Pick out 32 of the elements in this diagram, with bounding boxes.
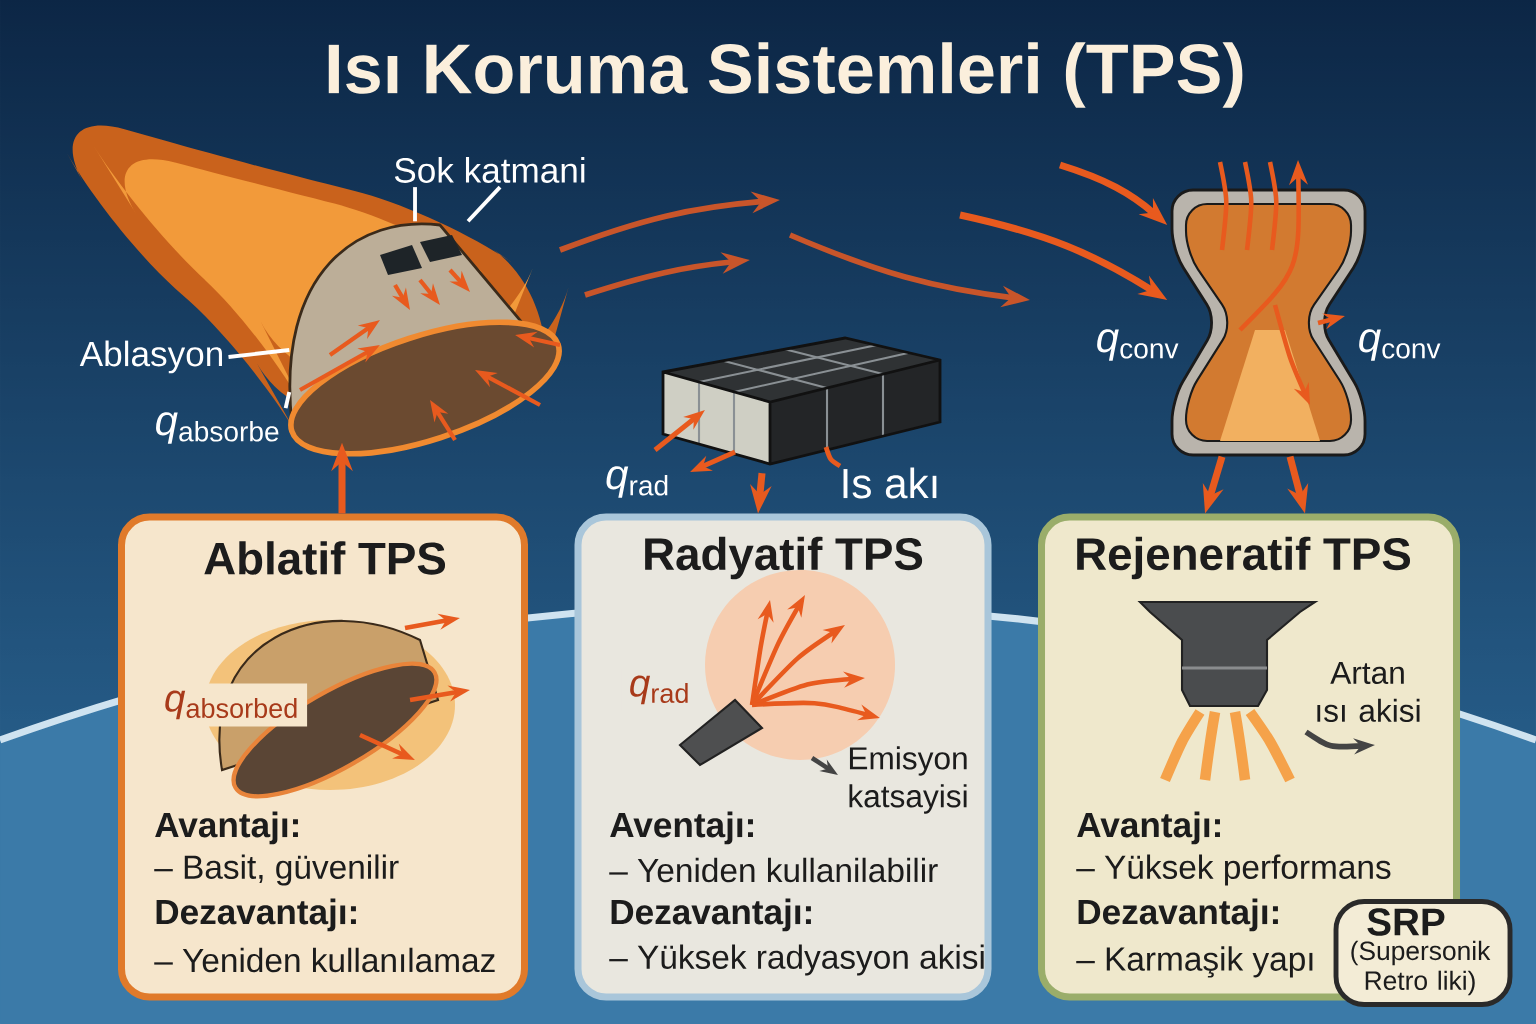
panel-heading: Ablatif TPS [204, 541, 446, 575]
list-item: – Yeniden kullanılamaz [154, 947, 495, 973]
title: Isı Koruma Sistemleri (TPS) [328, 42, 1243, 108]
list-heading: Dezavantajı: [611, 898, 811, 932]
annotation-text: Artan ısı akisi [1317, 661, 1420, 723]
formula-label: q$_{absorbed}$ [156, 683, 308, 727]
label-text: (Supersonik Retro liki) [1351, 940, 1491, 996]
list-heading: Aventajı: [610, 811, 753, 845]
leader-line [466, 185, 502, 223]
list-item: – Basit, güvenilir [154, 854, 399, 886]
list-heading: Avantajı: [155, 811, 298, 845]
formula-label: q$_{rad}$ [606, 466, 668, 498]
leader-line [413, 187, 417, 222]
formula-label: q$_{conv}$ [1097, 329, 1179, 361]
formula-label: q$_{rad}$ [621, 668, 699, 712]
list-heading: Dezavantajı: [156, 898, 356, 932]
list-item: – Yüksek performans [1076, 854, 1391, 886]
callout-label: Ablasyon [79, 340, 222, 374]
callout-label: Sok katmani [394, 157, 585, 183]
label-heading: SRP [1367, 908, 1445, 936]
list-item: – Yeniden kullanilabilir [609, 857, 938, 883]
annotation-text: Emisyon katsayisi [849, 746, 967, 814]
annotation-text: Is akı [843, 467, 937, 499]
list-heading: Dezavantajı: [1078, 898, 1278, 932]
formula-label: q$_{absorbe}$ [156, 412, 279, 444]
list-heading: Avantajı: [1077, 811, 1220, 845]
leader-line [283, 391, 292, 409]
panel-heading: Radyatif TPS [645, 536, 923, 580]
list-item: – Karmaşik yapı [1076, 946, 1313, 978]
formula-label: q$_{conv}$ [1359, 329, 1441, 361]
list-item: – Yüksek radyasyon akisi [609, 944, 984, 976]
panel-heading: Rejeneratif TPS [1077, 536, 1411, 580]
